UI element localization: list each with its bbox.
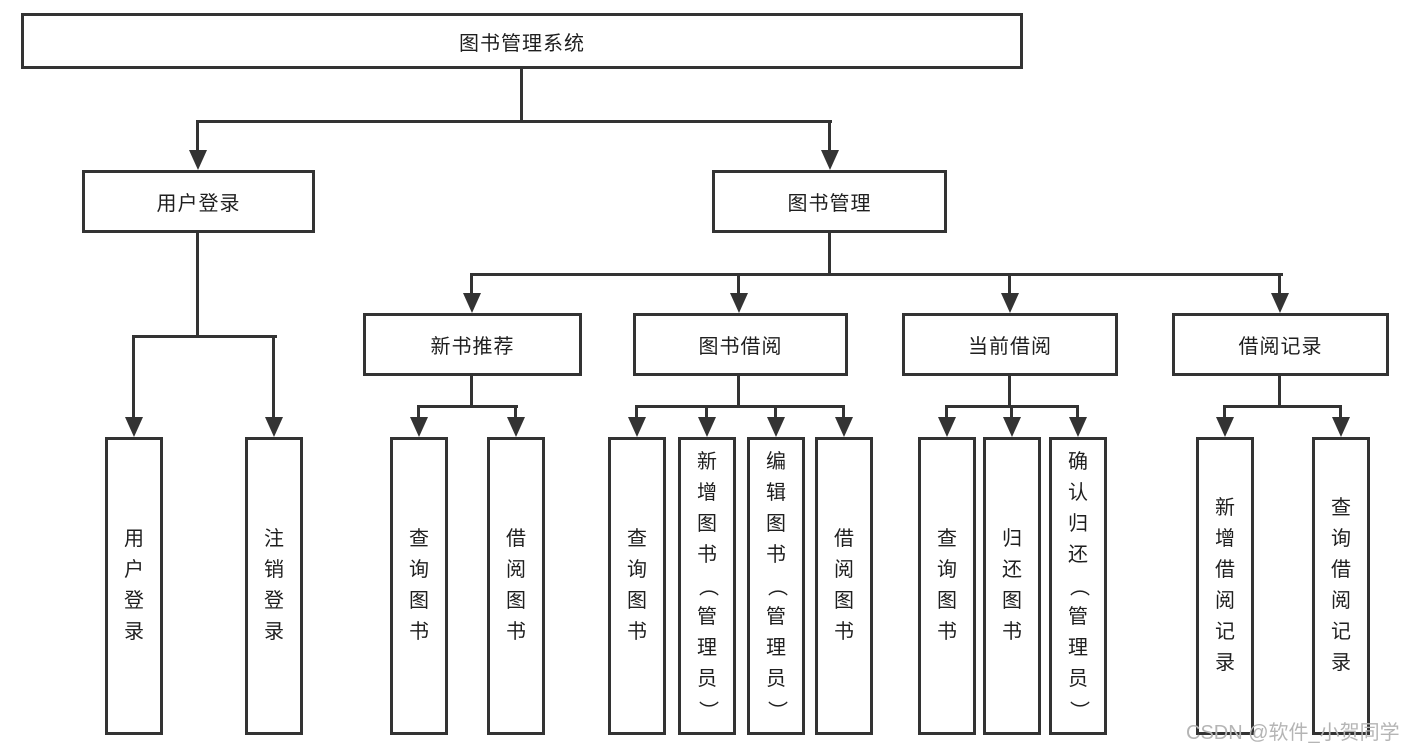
node-root: 图书管理系统: [21, 13, 1023, 69]
arrow-down-icon: [730, 293, 748, 313]
node-borrow-record: 借阅记录: [1172, 313, 1389, 376]
connector-borrowrecord-down: [1278, 376, 1281, 405]
connector-leaf-stem: [774, 405, 777, 417]
node-borrow-record-label: 借阅记录: [1238, 336, 1323, 358]
connector-level1-split: [197, 120, 832, 123]
connector-leaf-stem: [132, 335, 135, 417]
node-root-label: 图书管理系统: [459, 32, 585, 55]
leaf-borrow-borrow-book: 借阅图书: [815, 437, 873, 735]
connector-leaf-stem: [635, 405, 638, 417]
leaf-borrow-query-book: 查询图书: [608, 437, 666, 735]
leaf-current-confirm-return-admin: 确认归还（管理员）: [1049, 437, 1107, 735]
connector-leaf-stem: [417, 405, 420, 417]
connector-level3-split: [470, 273, 1283, 276]
arrow-down-icon: [265, 417, 283, 437]
arrow-down-icon: [1332, 417, 1350, 437]
arrow-down-icon: [125, 417, 143, 437]
connector-bookborrow-split: [635, 405, 845, 408]
leaf-current-return-book: 归还图书: [983, 437, 1041, 735]
connector-borrowrecord-split: [1223, 405, 1342, 408]
leaf-newbook-borrow-book: 借阅图书: [487, 437, 545, 735]
connector-leaf-stem: [272, 335, 275, 417]
connector-currentborrow-down: [1008, 376, 1011, 405]
connector-userlogin-stem: [196, 120, 199, 150]
arrow-down-icon: [463, 293, 481, 313]
node-new-book-recommend-label: 新书推荐: [430, 336, 515, 358]
node-user-login: 用户登录: [82, 170, 315, 233]
csdn-watermark: CSDN @软件_小贺同学: [1186, 722, 1400, 744]
node-book-borrow: 图书借阅: [633, 313, 848, 376]
leaf-record-query-record: 查询借阅记录: [1312, 437, 1370, 735]
arrow-down-icon: [938, 417, 956, 437]
connector-leaf-stem: [945, 405, 948, 417]
connector-bookborrow-down: [737, 376, 740, 405]
node-current-borrow-label: 当前借阅: [968, 336, 1052, 358]
arrow-down-icon: [821, 150, 839, 170]
node-book-management-label: 图书管理: [787, 193, 872, 215]
connector-borrowrecord-stem: [1278, 273, 1281, 293]
leaf-current-query-book: 查询图书: [918, 437, 976, 735]
connector-newbook-stem: [470, 273, 473, 293]
connector-leaf-stem: [842, 405, 845, 417]
connector-leaf-stem: [514, 405, 517, 417]
arrow-down-icon: [1001, 293, 1019, 313]
arrow-down-icon: [1216, 417, 1234, 437]
arrow-down-icon: [1271, 293, 1289, 313]
connector-bookmgmt-down: [828, 233, 831, 273]
arrow-down-icon: [410, 417, 428, 437]
connector-leaf-stem: [705, 405, 708, 417]
arrow-down-icon: [628, 417, 646, 437]
node-new-book-recommend: 新书推荐: [363, 313, 582, 376]
leaf-borrow-add-book-admin: 新增图书（管理员）: [678, 437, 736, 735]
connector-userlogin-split: [132, 335, 277, 338]
arrow-down-icon: [835, 417, 853, 437]
connector-bookmgmt-stem: [828, 120, 831, 150]
arrow-down-icon: [1003, 417, 1021, 437]
leaf-borrow-edit-book-admin: 编辑图书（管理员）: [747, 437, 805, 735]
leaf-record-add-record: 新增借阅记录: [1196, 437, 1254, 735]
connector-currentborrow-stem: [1008, 273, 1011, 293]
node-book-management: 图书管理: [712, 170, 947, 233]
connector-leaf-stem: [1339, 405, 1342, 417]
connector-leaf-stem: [1010, 405, 1013, 417]
connector-bookborrow-stem: [737, 273, 740, 293]
node-user-login-label: 用户登录: [156, 193, 241, 215]
leaf-logout: 注销登录: [245, 437, 303, 735]
arrow-down-icon: [767, 417, 785, 437]
connector-userlogin-down: [196, 233, 199, 335]
arrow-down-icon: [1069, 417, 1087, 437]
arrow-down-icon: [507, 417, 525, 437]
node-book-borrow-label: 图书借阅: [698, 336, 783, 358]
leaf-user-login: 用户登录: [105, 437, 163, 735]
connector-leaf-stem: [1076, 405, 1079, 417]
connector-root-stub: [520, 69, 523, 120]
arrow-down-icon: [698, 417, 716, 437]
leaf-newbook-query-book: 查询图书: [390, 437, 448, 735]
connector-newbook-down: [470, 376, 473, 405]
node-current-borrow: 当前借阅: [902, 313, 1118, 376]
arrow-down-icon: [189, 150, 207, 170]
connector-newbook-split: [417, 405, 518, 408]
connector-leaf-stem: [1223, 405, 1226, 417]
